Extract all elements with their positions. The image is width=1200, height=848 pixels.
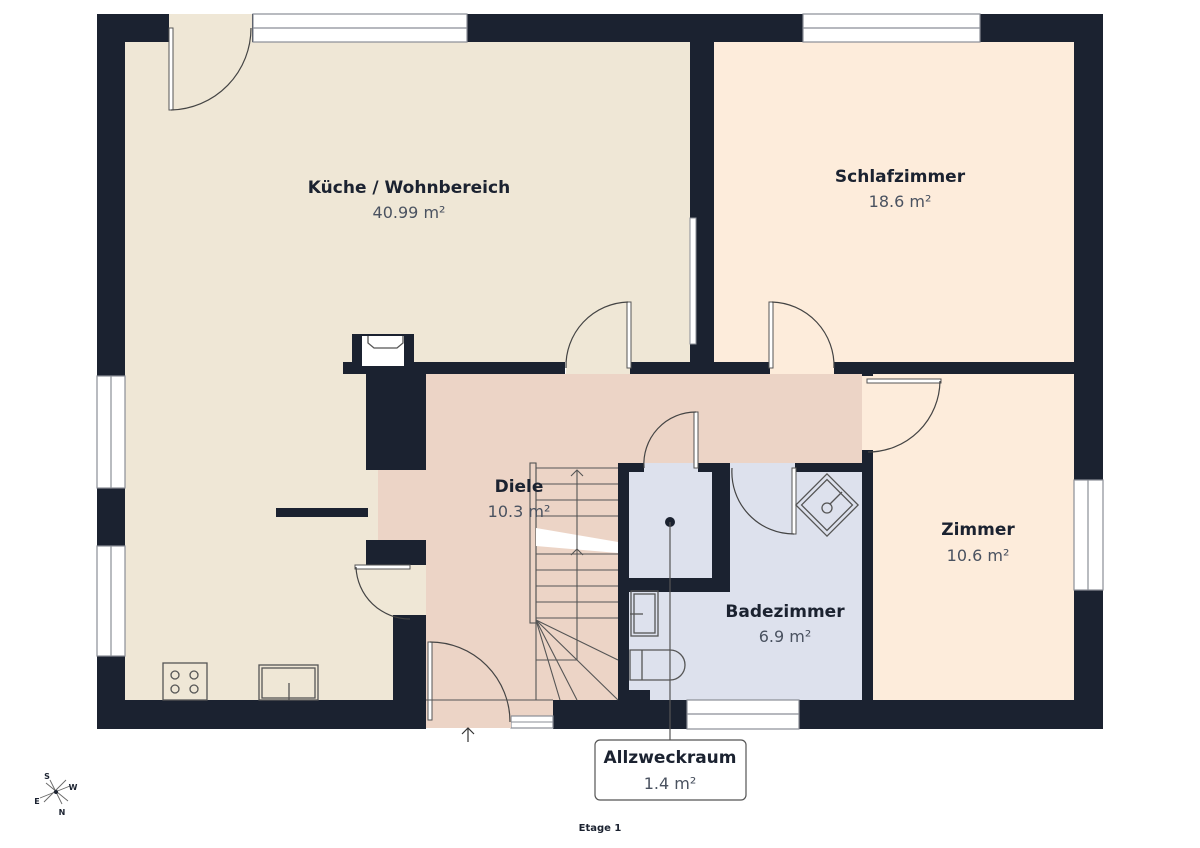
window-bottom-bath: [686, 699, 800, 730]
washbasin-icon: [630, 590, 659, 637]
room-schlafzimmer-fill[interactable]: [714, 42, 1074, 362]
wall-utility-bottom: [618, 578, 730, 592]
room-label-allzweckraum: Allzweckraum 1.4 m²: [594, 739, 747, 801]
staircase: [529, 462, 619, 701]
door-entrance[interactable]: [426, 641, 553, 728]
shower-icon: [794, 472, 860, 538]
stove-icon: [162, 662, 208, 701]
door-bathroom[interactable]: [730, 463, 797, 535]
room-label-badezimmer: Badezimmer 6.9 m²: [725, 602, 845, 646]
toilet-icon: [629, 649, 686, 681]
room-name: Zimmer: [941, 520, 1015, 540]
door-zimmer[interactable]: [862, 376, 942, 453]
window-top-bedroom: [802, 13, 981, 43]
room-label-diele: Diele 10.3 m²: [488, 477, 551, 521]
room-label-schlafzimmer: Schlafzimmer 18.6 m²: [835, 167, 966, 211]
room-fills: [125, 42, 1074, 728]
entrance-arrow-icon: [461, 727, 475, 742]
room-badezimmer-fill[interactable]: [628, 470, 862, 700]
wall-zimmer-left-stub: [862, 362, 873, 376]
window-right-zimmer: [1073, 479, 1104, 591]
door-kitchen-top[interactable]: [168, 14, 252, 111]
room-label-zimmer: Zimmer 10.6 m²: [941, 520, 1015, 565]
windows: [96, 13, 1104, 730]
room-area: 18.6 m²: [869, 192, 932, 211]
wall-hall-left-upper: [366, 370, 426, 470]
wall-outer-right: [1074, 14, 1103, 729]
compass-n: N: [59, 808, 66, 817]
callout-box: [594, 739, 747, 801]
compass-e: E: [34, 797, 39, 806]
wall-outer-bottom-right: [553, 700, 1103, 729]
door-utility[interactable]: [643, 411, 699, 472]
room-area: 40.99 m²: [373, 203, 446, 222]
window-kitchen-bedroom-strip: [689, 217, 697, 345]
wall-bedroom-hall: [833, 362, 1074, 374]
door-kitchen-side[interactable]: [354, 564, 426, 620]
room-name: Diele: [495, 477, 544, 497]
wall-zimmer-left: [862, 450, 873, 700]
wall-kitchen-partition: [276, 508, 368, 517]
wall-hall-left-lower: [393, 615, 426, 705]
bathroom-fixtures: [629, 472, 860, 740]
compass-icon: S W E N: [34, 772, 77, 817]
wall-outer-bottom-left: [97, 700, 426, 729]
window-bottom-stair: [510, 715, 554, 729]
room-area: 6.9 m²: [759, 627, 812, 646]
fireplace-icon: [362, 336, 404, 366]
sink-icon: [258, 664, 319, 701]
doors: [168, 14, 942, 728]
wall-bath-top-right: [795, 463, 873, 472]
room-name: Allzweckraum: [604, 748, 737, 768]
compass-s: S: [44, 772, 50, 781]
wall-hall-mid: [630, 362, 770, 374]
door-bedroom-hall[interactable]: [768, 301, 835, 374]
compass-w: W: [69, 783, 78, 792]
window-top-kitchen: [252, 13, 468, 43]
wall-bath-top-left: [618, 463, 644, 472]
room-name: Schlafzimmer: [835, 167, 966, 187]
room-diele-fill[interactable]: [378, 374, 866, 728]
door-kitchen-hall[interactable]: [565, 301, 632, 374]
room-zimmer-fill[interactable]: [873, 374, 1074, 700]
wall-utility-right: [712, 463, 730, 587]
utility-marker: [665, 517, 675, 740]
room-area: 1.4 m²: [644, 774, 697, 793]
room-name: Küche / Wohnbereich: [308, 178, 510, 198]
room-area: 10.3 m²: [488, 502, 551, 521]
floor-label: Etage 1: [579, 823, 622, 834]
fireplace-icon-outline: [367, 336, 404, 349]
kitchen-fixtures: [162, 662, 319, 701]
wall-hall-left-mid: [366, 540, 426, 565]
window-left-upper: [96, 375, 126, 489]
room-label-kueche: Küche / Wohnbereich 40.99 m²: [308, 178, 510, 222]
room-name: Badezimmer: [725, 602, 845, 622]
room-area: 10.6 m²: [947, 546, 1010, 565]
window-left-lower: [96, 545, 126, 657]
wall-bath-bottom-stub: [618, 690, 650, 702]
